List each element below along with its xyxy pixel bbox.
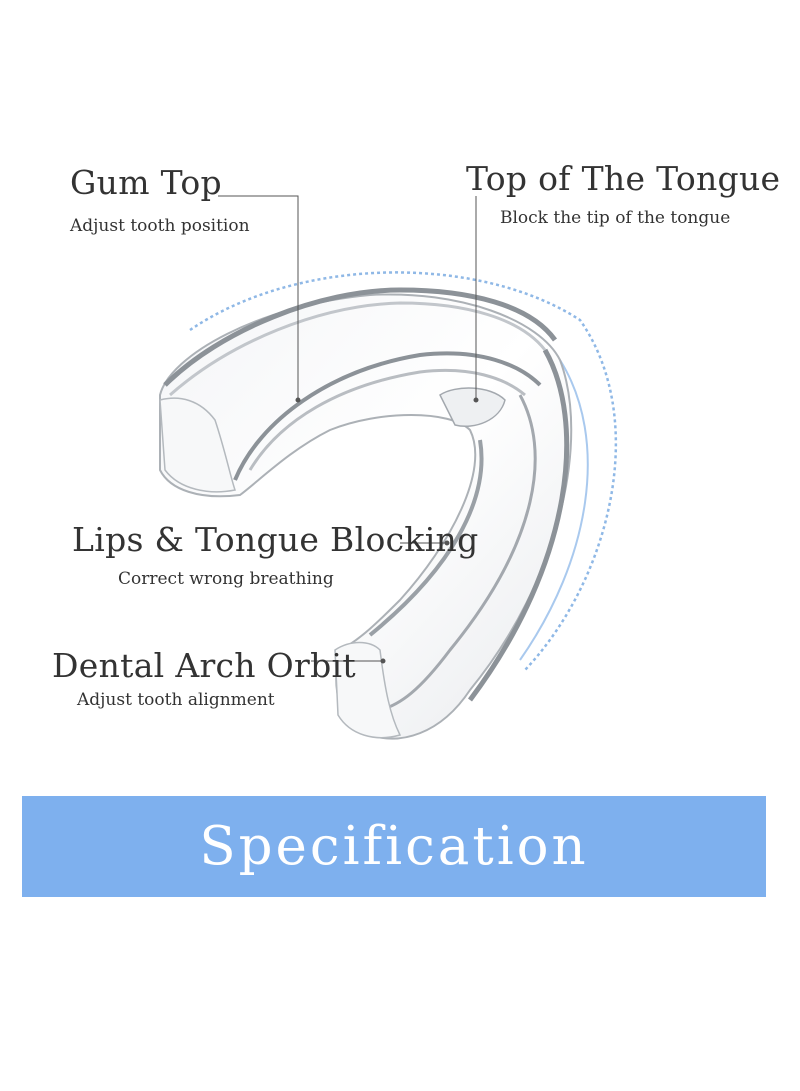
right-wing-outer [467, 348, 570, 702]
lips-tongue-title: Lips & Tongue Blocking [72, 520, 479, 559]
leader-dental-arch [311, 658, 386, 664]
lips-tongue-subtitle: Correct wrong breathing [118, 569, 334, 589]
dental-arch-title: Dental Arch Orbit [52, 646, 356, 685]
inner-channel [233, 351, 542, 481]
bottom-pad [334, 641, 402, 739]
leader-lips-tongue [400, 540, 450, 546]
outer-rim-highlight [169, 301, 547, 397]
blue-accent-arc [189, 271, 617, 671]
top-of-tongue-title: Top of The Tongue [466, 159, 781, 198]
dental-arch-subtitle: Adjust tooth alignment [77, 690, 275, 710]
specification-banner: Specification [22, 796, 766, 897]
lips-channel [368, 439, 484, 637]
tongue-tab [439, 387, 506, 427]
leader-gum-top [218, 195, 301, 403]
blue-accent-arc-inner [519, 359, 589, 661]
outer-rim [163, 287, 558, 387]
mouthguard-illustration [159, 195, 617, 740]
inner-channel-2 [248, 368, 526, 471]
top-of-tongue-subtitle: Block the tip of the tongue [500, 208, 731, 228]
gum-top-subtitle: Adjust tooth position [70, 216, 250, 236]
leader-top-of-tongue [473, 196, 479, 403]
specification-heading: Specification [199, 816, 589, 877]
gum-top-title: Gum Top [70, 163, 222, 202]
left-pad [159, 397, 236, 493]
right-wing-inner [379, 394, 537, 712]
